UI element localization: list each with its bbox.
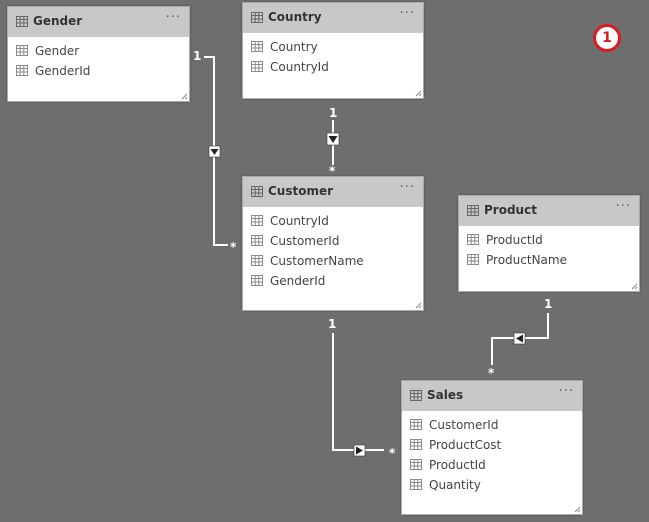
field-row[interactable]: Country — [243, 37, 423, 57]
table-title: Country — [268, 10, 322, 24]
column-icon — [251, 61, 263, 72]
table-title: Product — [484, 203, 537, 217]
resize-grip-icon[interactable] — [574, 506, 581, 513]
cardinality-one-label: 1 — [328, 317, 336, 331]
column-icon — [251, 275, 263, 286]
column-icon — [410, 479, 422, 490]
table-icon — [410, 390, 422, 401]
column-icon — [16, 65, 28, 76]
table-icon — [16, 16, 28, 27]
resize-grip-icon[interactable] — [415, 90, 422, 97]
field-label: ProductName — [486, 253, 567, 267]
field-label: GenderId — [270, 274, 326, 288]
field-row[interactable]: Quantity — [402, 475, 582, 495]
field-row[interactable]: Gender — [8, 41, 189, 61]
table-icon — [251, 186, 263, 197]
more-options-icon[interactable]: ··· — [615, 199, 631, 214]
field-row[interactable]: ProductId — [459, 230, 639, 250]
more-options-icon[interactable]: ··· — [399, 6, 415, 21]
column-icon — [410, 459, 422, 470]
more-options-icon[interactable]: ··· — [399, 180, 415, 195]
table-title: Gender — [33, 14, 83, 28]
table-title: Sales — [427, 388, 464, 402]
resize-grip-icon[interactable] — [415, 302, 422, 309]
field-row[interactable]: GenderId — [8, 61, 189, 81]
field-label: CustomerId — [429, 418, 499, 432]
column-icon — [251, 235, 263, 246]
column-icon — [410, 439, 422, 450]
table-gender[interactable]: Gender ··· Gender GenderId — [7, 6, 190, 102]
table-sales[interactable]: Sales ··· CustomerId ProductCost Product… — [401, 380, 583, 515]
field-row[interactable]: ProductName — [459, 250, 639, 270]
cardinality-many-label: * — [389, 446, 396, 460]
field-row[interactable]: ProductCost — [402, 435, 582, 455]
relationship-customer-sales[interactable]: 1 * — [328, 317, 396, 460]
field-label: Country — [270, 40, 318, 54]
table-header[interactable]: Gender ··· — [8, 7, 189, 37]
arrow-left-icon — [516, 334, 523, 343]
column-icon — [467, 234, 479, 245]
table-icon — [251, 12, 263, 23]
field-label: CustomerName — [270, 254, 364, 268]
field-row[interactable]: CountryId — [243, 57, 423, 77]
table-customer[interactable]: Customer ··· CountryId CustomerId Custom… — [242, 176, 424, 311]
table-title: Customer — [268, 184, 334, 198]
field-label: ProductId — [429, 458, 486, 472]
cardinality-many-label: * — [329, 164, 336, 178]
column-icon — [16, 45, 28, 56]
cardinality-one-label: 1 — [329, 106, 337, 120]
relationship-product-sales[interactable]: 1 * — [488, 297, 552, 380]
cardinality-one-label: 1 — [544, 297, 552, 311]
column-icon — [251, 215, 263, 226]
table-header[interactable]: Country ··· — [243, 3, 423, 33]
resize-grip-icon[interactable] — [181, 93, 188, 100]
arrow-right-icon — [356, 446, 363, 455]
arrow-down-icon — [328, 136, 338, 143]
resize-grip-icon[interactable] — [631, 283, 638, 290]
more-options-icon[interactable]: ··· — [558, 384, 574, 399]
cardinality-many-label: * — [230, 240, 237, 254]
column-icon — [251, 255, 263, 266]
relationship-country-customer[interactable]: 1 * — [326, 106, 340, 178]
table-header[interactable]: Sales ··· — [402, 381, 582, 411]
callout-badge: 1 — [593, 24, 621, 52]
table-icon — [467, 205, 479, 216]
field-row[interactable]: CountryId — [243, 211, 423, 231]
table-header[interactable]: Product ··· — [459, 196, 639, 226]
column-icon — [410, 419, 422, 430]
relationship-gender-customer[interactable]: 1 * — [193, 49, 237, 254]
table-country[interactable]: Country ··· Country CountryId — [242, 2, 424, 99]
field-row[interactable]: CustomerName — [243, 251, 423, 271]
field-label: CountryId — [270, 60, 329, 74]
cardinality-many-label: * — [488, 366, 495, 380]
table-product[interactable]: Product ··· ProductId ProductName — [458, 195, 640, 292]
field-label: CustomerId — [270, 234, 340, 248]
field-label: GenderId — [35, 64, 91, 78]
field-row[interactable]: GenderId — [243, 271, 423, 291]
column-icon — [251, 41, 263, 52]
more-options-icon[interactable]: ··· — [165, 10, 181, 25]
arrow-down-icon — [210, 149, 219, 155]
field-label: Quantity — [429, 478, 481, 492]
field-row[interactable]: ProductId — [402, 455, 582, 475]
table-header[interactable]: Customer ··· — [243, 177, 423, 207]
field-label: CountryId — [270, 214, 329, 228]
field-row[interactable]: CustomerId — [243, 231, 423, 251]
column-icon — [467, 254, 479, 265]
field-row[interactable]: CustomerId — [402, 415, 582, 435]
cardinality-one-label: 1 — [193, 49, 201, 63]
field-label: ProductCost — [429, 438, 502, 452]
field-label: Gender — [35, 44, 80, 58]
field-label: ProductId — [486, 233, 543, 247]
